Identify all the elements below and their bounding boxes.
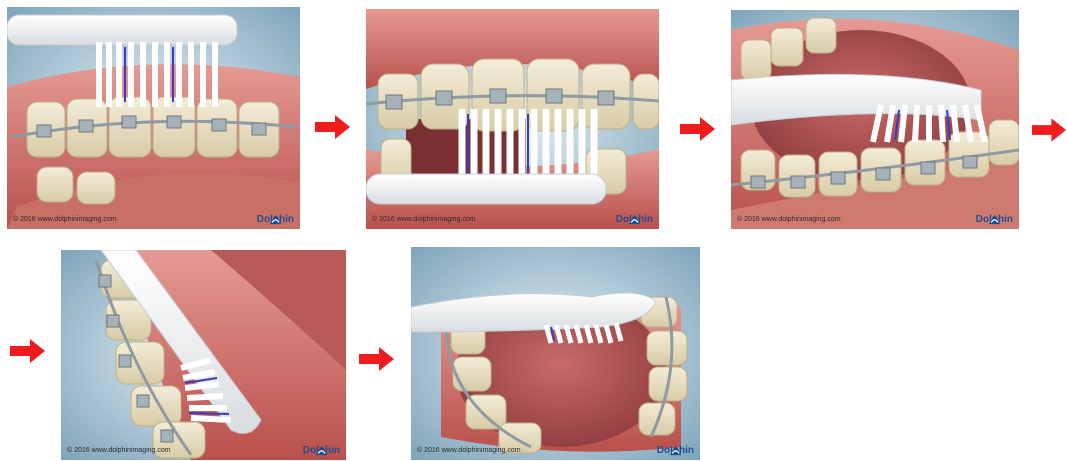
step-2-image: © 2016 www.dolphinimaging.com Dolphin xyxy=(366,9,659,229)
next-step-arrow-icon xyxy=(678,116,716,142)
copyright-credit: © 2016 www.dolphinimaging.com xyxy=(372,216,476,223)
dolphin-logo: Dolphin xyxy=(616,214,653,225)
next-step-arrow-1 xyxy=(313,114,351,140)
next-step-arrow-icon xyxy=(357,346,395,372)
dolphin-logo: Dolphin xyxy=(257,214,294,225)
next-step-arrow-5 xyxy=(357,346,395,372)
dolphin-logo: Dolphin xyxy=(976,214,1013,225)
step-1-image: © 2016 www.dolphinimaging.com Dolphin xyxy=(7,7,300,229)
dolphin-logo-icon xyxy=(303,445,340,456)
dolphin-logo-icon xyxy=(657,445,694,456)
brushing-step-image xyxy=(366,9,659,229)
next-step-arrow-3 xyxy=(1030,117,1067,143)
step-4-image: © 2016 www.dolphinimaging.com Dolphin xyxy=(61,250,346,460)
copyright-credit: © 2016 www.dolphinimaging.com xyxy=(417,447,521,454)
step-5-image: © 2016 www.dolphinimaging.com Dolphin xyxy=(411,247,700,460)
copyright-credit: © 2016 www.dolphinimaging.com xyxy=(737,216,841,223)
brushing-step-image xyxy=(7,7,300,229)
brushing-step-image xyxy=(61,250,346,460)
next-step-arrow-2 xyxy=(678,116,716,142)
copyright-credit: © 2016 www.dolphinimaging.com xyxy=(67,447,171,454)
dolphin-logo: Dolphin xyxy=(657,445,694,456)
next-step-arrow-icon xyxy=(8,338,46,364)
copyright-credit: © 2016 www.dolphinimaging.com xyxy=(13,216,117,223)
brushing-step-image xyxy=(731,10,1019,229)
dolphin-logo-icon xyxy=(976,214,1013,225)
next-step-arrow-icon xyxy=(313,114,351,140)
next-step-arrow-4 xyxy=(8,338,46,364)
step-3-image: © 2016 www.dolphinimaging.com Dolphin xyxy=(731,10,1019,229)
dolphin-logo-icon xyxy=(257,214,294,225)
brushing-step-image xyxy=(411,247,700,460)
dolphin-logo: Dolphin xyxy=(303,445,340,456)
next-step-arrow-icon xyxy=(1030,117,1067,143)
dolphin-logo-icon xyxy=(616,214,653,225)
